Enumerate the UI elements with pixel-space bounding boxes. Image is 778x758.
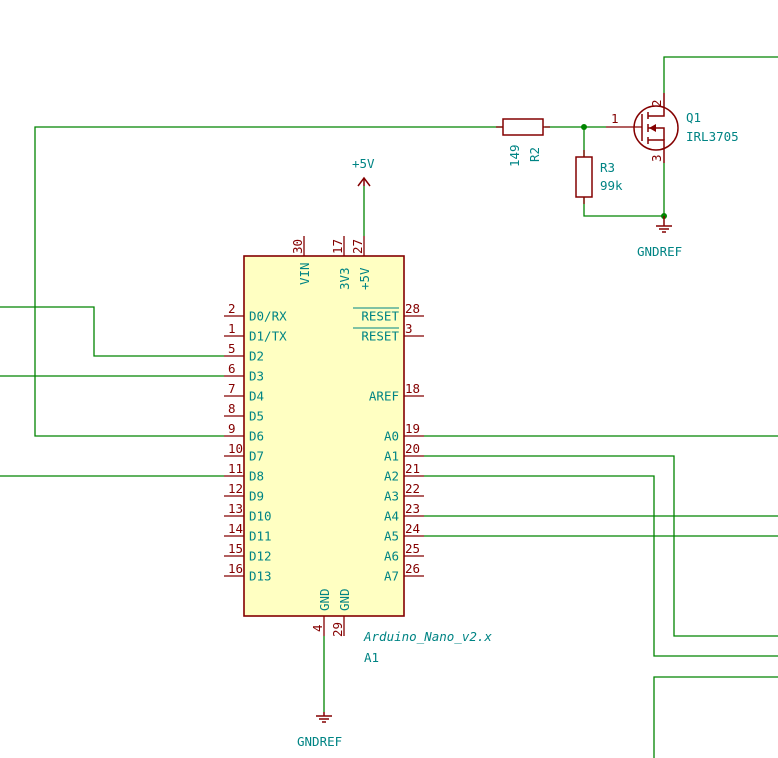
pin-label: D6: [249, 429, 264, 444]
pin-number: 28: [405, 301, 420, 316]
pin-label: D13: [249, 569, 272, 584]
component-ref: A1: [364, 650, 379, 665]
pin-number: 13: [228, 501, 243, 516]
pin-number: 14: [228, 521, 243, 536]
ground-label: GNDREF: [297, 734, 342, 749]
pin-number: 21: [405, 461, 420, 476]
ground-symbol-bottom[interactable]: GNDREF: [297, 712, 342, 749]
pin-label: GND: [337, 588, 352, 611]
pin-number: 24: [405, 521, 420, 536]
pin-label: D5: [249, 409, 264, 424]
wire-a1: [424, 455, 778, 637]
junction-dot: [581, 124, 587, 130]
wire-a2: [424, 475, 778, 657]
pin-number: 3: [405, 321, 413, 336]
component-value: Arduino_Nano_v2.x: [363, 629, 492, 644]
pin-label: 3V3: [337, 267, 352, 290]
mosfet-icon: [633, 105, 679, 151]
pin-label: D4: [249, 389, 264, 404]
pin-label: A0: [384, 429, 399, 444]
pin-number: 6: [228, 361, 236, 376]
pin-number: 1: [228, 321, 236, 336]
pin-label: RESET: [361, 309, 399, 324]
power-5v-label: +5V: [352, 156, 375, 171]
wires: [0, 56, 778, 758]
pin-number: 8: [228, 401, 236, 416]
pin-number: 23: [405, 501, 420, 516]
wire-bottom-right: [653, 676, 778, 758]
q1-drain-path: [648, 93, 665, 117]
pin-label: D7: [249, 449, 264, 464]
ground-label: GNDREF: [637, 244, 682, 259]
pin-number: 27: [350, 239, 365, 254]
pin-number: 1: [611, 111, 619, 126]
pin-number: 10: [228, 441, 243, 456]
pin-label: A3: [384, 489, 399, 504]
pin-label: D2: [249, 349, 264, 364]
pin-number: 7: [228, 381, 236, 396]
pin-label: RESET: [361, 329, 399, 344]
pin-number: 16: [228, 561, 243, 576]
ground-symbol-top[interactable]: GNDREF: [637, 216, 682, 259]
pin-number: 3: [649, 154, 664, 162]
resistor-r3[interactable]: R3 99k: [575, 150, 623, 204]
wire-d2: [0, 306, 224, 357]
pin-label: D3: [249, 369, 264, 384]
pin-number: 15: [228, 541, 243, 556]
pin-label: A2: [384, 469, 399, 484]
resistor-icon: [575, 156, 593, 198]
pin-number: 9: [228, 421, 236, 436]
pin-number: 25: [405, 541, 420, 556]
pin-label: D8: [249, 469, 264, 484]
pin-label: GND: [317, 588, 332, 611]
wire-q1-drain: [663, 56, 778, 93]
pin-number: 29: [330, 622, 345, 637]
pin-number: 17: [330, 239, 345, 254]
resistor-icon: [502, 118, 544, 136]
pin-label: A5: [384, 529, 399, 544]
pin-number: 2: [228, 301, 236, 316]
r3-value: 99k: [600, 178, 623, 193]
pin-label: A1: [384, 449, 399, 464]
pin-number: 19: [405, 421, 420, 436]
pin-number: 30: [290, 239, 305, 254]
pin-label: +5V: [357, 267, 372, 290]
pin-label: A4: [384, 509, 399, 524]
resistor-r2[interactable]: 149 R2: [496, 118, 550, 167]
pin-label: D0/RX: [249, 309, 287, 324]
pin-label: D10: [249, 509, 272, 524]
pin-label: AREF: [369, 389, 399, 404]
r2-ref: R2: [527, 147, 542, 162]
pin-number: 12: [228, 481, 243, 496]
power-5v-symbol[interactable]: +5V: [352, 156, 375, 187]
pin-number: 11: [228, 461, 243, 476]
wire-d6-to-r2: [34, 126, 503, 437]
q1-ref: Q1: [686, 110, 701, 125]
mosfet-q1[interactable]: 1 2 3 Q1 IRL3705: [606, 93, 739, 163]
pin-number: 26: [405, 561, 420, 576]
pin-label: D11: [249, 529, 272, 544]
r3-ref: R3: [600, 160, 615, 175]
pin-label: D9: [249, 489, 264, 504]
pin-label: D1/TX: [249, 329, 287, 344]
pin-label: VIN: [297, 262, 312, 285]
pin-label: A6: [384, 549, 399, 564]
pin-number: 2: [649, 99, 664, 107]
pin-label: A7: [384, 569, 399, 584]
pin-number: 4: [310, 624, 325, 632]
r2-value: 149: [507, 144, 522, 167]
q1-value: IRL3705: [686, 129, 739, 144]
wire-r3-bottom: [583, 197, 664, 217]
pin-label: D12: [249, 549, 272, 564]
pin-number: 22: [405, 481, 420, 496]
pin-number: 18: [405, 381, 420, 396]
pin-number: 5: [228, 341, 236, 356]
q1-arrow-icon: [649, 124, 656, 132]
pin-number: 20: [405, 441, 420, 456]
